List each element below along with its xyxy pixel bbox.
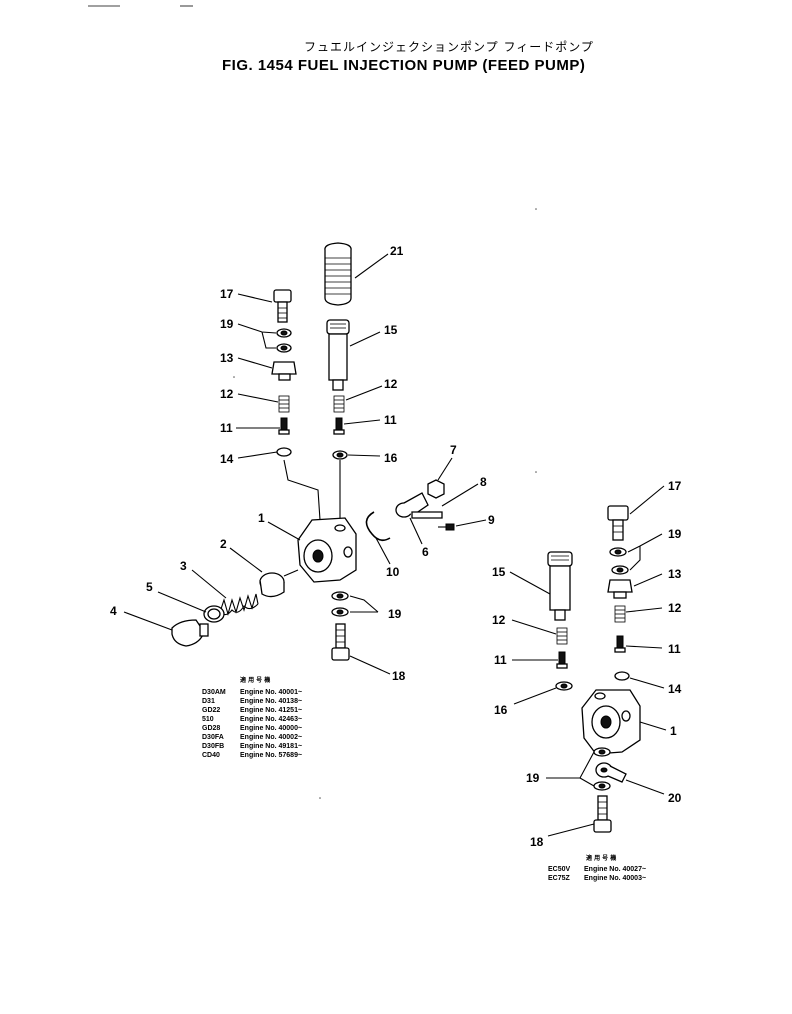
- callout-11-right-b: 11: [494, 653, 507, 667]
- callout-15-left: 15: [384, 323, 398, 337]
- callout-14-right: 14: [668, 682, 682, 696]
- callout-12-right-b: 12: [492, 613, 506, 627]
- applicability-table-left: 適 用 号 機 D30AM Engine No. 40001~ D31 Engi…: [202, 676, 302, 759]
- table-right-engine-0: Engine No. 40027~: [584, 866, 646, 873]
- part-piston-2: [259, 569, 299, 598]
- callout-14-left: 14: [220, 452, 234, 466]
- callout-20: 20: [668, 791, 682, 805]
- callout-9: 9: [488, 513, 495, 527]
- part-plug-4: [171, 619, 209, 647]
- callout-1-left: 1: [258, 511, 265, 525]
- callout-7: 7: [450, 443, 457, 457]
- part-spring-3: [219, 593, 259, 617]
- callout-13-left: 13: [220, 351, 234, 365]
- callout-19-left-lower: 19: [388, 607, 402, 621]
- table-left-engine-2: Engine No. 41251~: [240, 707, 302, 714]
- callout-16-right: 16: [494, 703, 508, 717]
- callout-1-right: 1: [670, 724, 677, 738]
- part-priming-pump-15: [326, 319, 350, 391]
- callout-19-right-lower: 19: [526, 771, 540, 785]
- callout-19-left-upper: 19: [220, 317, 234, 331]
- table-left-engine-4: Engine No. 40000~: [240, 725, 302, 732]
- part-banjo-20: [595, 762, 627, 783]
- part-spring-12-left: [278, 395, 290, 413]
- applicability-table-right: 適 用 号 機 EC50V Engine No. 40027~ EC75Z En…: [548, 854, 646, 882]
- part-bolt-18-right: [593, 795, 612, 833]
- callout-11-right-a: 11: [668, 642, 681, 656]
- table-left-model-2: GD22: [202, 707, 220, 714]
- part-bolt-17-right: [607, 505, 629, 541]
- callout-10: 10: [386, 565, 400, 579]
- part-cap-21: [324, 242, 352, 306]
- right-assembly: 17 19 13 12 11 14 1 15 12 11 16 19 20 18: [492, 479, 682, 849]
- table-left-engine-7: Engine No. 57689~: [240, 752, 302, 759]
- table-left-engine-3: Engine No. 42463~: [240, 716, 302, 723]
- callout-18-right: 18: [530, 835, 544, 849]
- part-lever-6: [395, 492, 443, 519]
- callout-6: 6: [422, 545, 429, 559]
- callout-19-right-upper: 19: [668, 527, 682, 541]
- left-assembly: 21 17 19 13 12 11 14 15 12 11 16 7 8 9 6…: [110, 242, 495, 683]
- callout-13-right: 13: [668, 567, 682, 581]
- table-left-engine-5: Engine No. 40002~: [240, 734, 302, 741]
- table-left-model-3: 510: [202, 716, 214, 723]
- part-pump-body-1-right: [581, 689, 641, 755]
- callout-8: 8: [480, 475, 487, 489]
- part-bolt-18: [331, 623, 350, 661]
- table-left-model-7: CD40: [202, 752, 220, 759]
- part-priming-pump-15-right: [547, 551, 573, 621]
- table-left-model-6: D30FB: [202, 743, 224, 750]
- callout-4: 4: [110, 604, 117, 618]
- callout-11-left-b: 11: [384, 413, 397, 427]
- table-left-engine-1: Engine No. 40138~: [240, 698, 302, 705]
- table-left-model-4: GD28: [202, 725, 220, 732]
- callout-12-left-b: 12: [384, 377, 398, 391]
- table-right-header: 適 用 号 機: [586, 854, 616, 862]
- callout-5: 5: [146, 580, 153, 594]
- part-spring-12-right-a: [614, 605, 626, 623]
- title-japanese: フュエルインジェクションポンプ フィードポンプ: [304, 40, 594, 54]
- callout-3: 3: [180, 559, 187, 573]
- callout-15-right: 15: [492, 565, 506, 579]
- callout-17-left: 17: [220, 287, 234, 301]
- table-left-model-1: D31: [202, 698, 215, 705]
- table-left-engine-6: Engine No. 49181~: [240, 743, 302, 750]
- callout-16-left: 16: [384, 451, 398, 465]
- callout-17-right: 17: [668, 479, 682, 493]
- callout-2: 2: [220, 537, 227, 551]
- table-left-engine-0: Engine No. 40001~: [240, 689, 302, 696]
- callout-12-right-a: 12: [668, 601, 682, 615]
- callout-11-left-a: 11: [220, 421, 233, 435]
- table-right-engine-1: Engine No. 40003~: [584, 875, 646, 882]
- callout-21: 21: [390, 244, 404, 258]
- table-left-header: 適 用 号 機: [240, 676, 270, 684]
- callout-12-left-a: 12: [220, 387, 234, 401]
- callout-18-left: 18: [392, 669, 406, 683]
- table-right-model-0: EC50V: [548, 866, 571, 873]
- part-spring-12-right: [333, 395, 345, 413]
- part-spring-12-right-b: [556, 627, 568, 645]
- part-plug-13: [271, 361, 297, 381]
- table-left-model-0: D30AM: [202, 689, 226, 696]
- part-bolt-17: [273, 289, 292, 323]
- table-right-model-1: EC75Z: [548, 875, 571, 882]
- part-pump-body-1: [297, 517, 357, 583]
- figure-title: FIG. 1454 FUEL INJECTION PUMP (FEED PUMP…: [222, 57, 585, 74]
- table-left-model-5: D30FA: [202, 734, 224, 741]
